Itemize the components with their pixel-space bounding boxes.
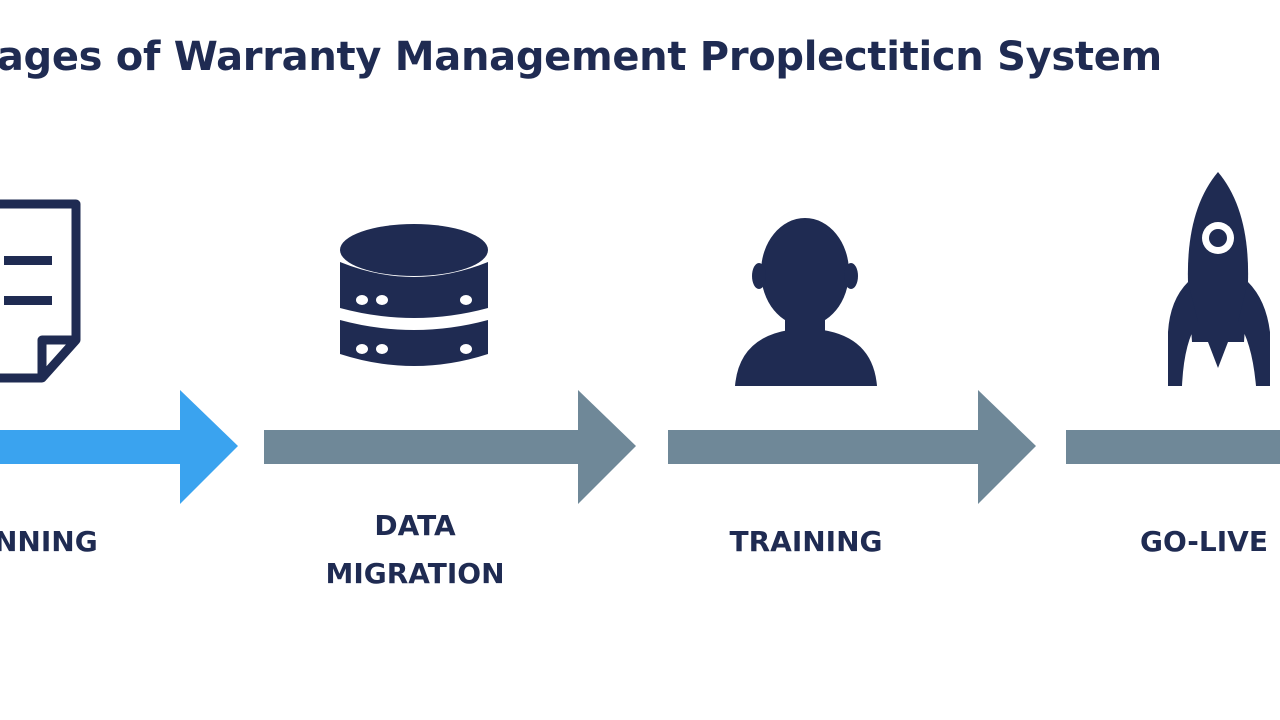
stage-label-line: DATA <box>374 509 456 542</box>
diagram-title: tages of Warranty Management Proplectiti… <box>0 34 1162 80</box>
stage-arrow-training <box>668 388 1038 508</box>
stage-label-line: MIGRATION <box>325 557 505 590</box>
stage-label-go-live: GO-LIVE <box>1140 525 1268 558</box>
database-icon <box>340 222 490 372</box>
stage-label-planning: NNING <box>0 525 98 558</box>
document-icon <box>0 198 90 388</box>
rocket-icon <box>1168 172 1270 386</box>
stage-label-data-migration: DATA MIGRATION <box>300 502 530 598</box>
stage-arrow-planning <box>0 388 240 508</box>
stage-arrow-data-migration <box>264 388 638 508</box>
person-icon <box>735 214 879 386</box>
stage-arrow-go-live <box>1066 388 1280 508</box>
stage-label-training: TRAINING <box>729 525 883 558</box>
